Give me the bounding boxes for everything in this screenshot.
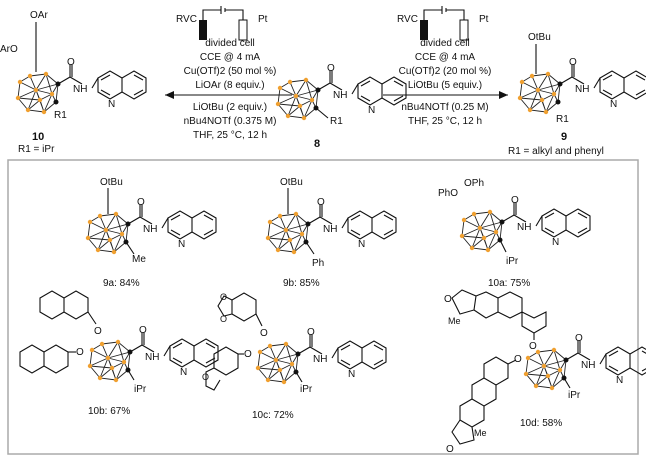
svg-text:NH: NH [323,224,337,235]
yield-label: 10c: 72% [252,410,294,421]
right-cond-line: divided cell [420,38,469,49]
svg-text:O: O [444,294,452,305]
svg-text:N: N [178,239,185,250]
svg-text:R1: R1 [54,110,67,121]
compound-8: O NH N R1 8 [275,63,407,150]
svg-text:O: O [220,292,227,302]
svg-text:O: O [67,57,75,68]
svg-text:NH: NH [145,352,159,363]
svg-text:N: N [108,99,115,110]
svg-text:O: O [260,328,268,339]
left-cond-line: Cu(OTf)2 (50 mol %) [184,66,277,77]
svg-text:iPr: iPr [300,384,313,395]
svg-text:R1 = iPr: R1 = iPr [18,144,55,155]
yield-label: 10a: 75% [488,278,530,289]
left-cathode-label: Pt [258,14,268,25]
svg-text:ArO: ArO [0,44,18,55]
right-cond-line: LiOtBu (5 equiv.) [408,80,482,91]
svg-text:iPr: iPr [568,390,581,401]
svg-text:OAr: OAr [30,10,48,21]
left-cond-line: CCE @ 4 mA [200,52,260,63]
right-conditions: RVC Pt divided cell CCE @ 4 mA Cu(OTf)2 … [383,5,508,127]
svg-text:O: O [202,372,209,382]
svg-text:O: O [307,327,315,338]
svg-text:N: N [616,375,623,386]
svg-text:O: O [327,63,335,74]
left-anode-label: RVC [176,14,197,25]
svg-text:O: O [137,197,145,208]
svg-text:R1: R1 [556,114,569,125]
svg-text:O: O [317,197,325,208]
svg-text:N: N [348,369,355,380]
right-cond-line: Cu(OTf)2 (20 mol %) [399,66,492,77]
svg-text:O: O [569,57,577,68]
right-cond-line: nBu4NOTf (0.25 M) [401,102,488,113]
left-cond-line: LiOtBu (2 equiv.) [193,102,267,113]
right-anode-label: RVC [397,14,418,25]
svg-text:NH: NH [581,360,595,371]
product-10d: O Me O O Me O O NH N iPr 10d: 58% [444,289,646,455]
svg-text:N: N [610,99,617,110]
svg-text:O: O [94,326,102,337]
svg-text:OtBu: OtBu [280,177,303,188]
svg-text:NH: NH [517,222,531,233]
svg-text:N: N [358,239,365,250]
svg-text:O: O [244,349,252,360]
svg-text:NH: NH [143,224,157,235]
product-10c: O O O O O O NH N iPr 10c: 72% [202,292,387,421]
svg-text:PhO: PhO [438,188,458,199]
svg-text:iPr: iPr [506,256,519,267]
product-10a: OPh PhO O NH N iPr 10a: 75% [438,178,591,289]
yield-label: 10b: 67% [88,406,130,417]
left-cond-line: THF, 25 °C, 12 h [193,130,267,141]
svg-text:O: O [76,347,84,358]
compound-number: 10 [32,131,44,143]
compound-10: OAr ArO O NH N R1 10 R1 = iPr [0,10,147,155]
svg-text:O: O [575,333,583,344]
svg-text:O: O [139,325,147,336]
yield-label: 9a: 84% [103,278,140,289]
yield-label: 9b: 85% [283,278,320,289]
compound-9: OtBu O NH N R1 9 R1 = alkyl and phenyl [508,32,646,157]
left-cond-line: divided cell [205,38,254,49]
yield-label: 10d: 58% [520,418,562,429]
svg-text:N: N [180,367,187,378]
right-cathode-label: Pt [479,14,489,25]
compound-number: 9 [561,131,567,143]
svg-text:NH: NH [575,84,589,95]
product-9a: OtBu O NH N Me 9a: 84% [85,177,217,289]
svg-text:Me: Me [448,316,461,326]
product-10b: O O O NH N iPr 10b: 67% [19,290,219,417]
svg-text:OtBu: OtBu [100,177,123,188]
svg-text:O: O [446,444,454,455]
svg-text:Me: Me [474,428,487,438]
right-cond-line: THF, 25 °C, 12 h [408,116,482,127]
svg-text:iPr: iPr [134,384,147,395]
svg-text:OPh: OPh [464,178,484,189]
svg-text:NH: NH [73,84,87,95]
right-cond-line: CCE @ 4 mA [415,52,475,63]
svg-text:N: N [552,237,559,248]
svg-text:OtBu: OtBu [528,32,551,43]
scope-box [7,159,639,455]
svg-text:O: O [529,341,537,352]
left-conditions: RVC Pt divided cell CCE @ 4 mA Cu(OTf)2 … [165,5,292,141]
svg-text:NH: NH [333,90,347,101]
left-cond-line: nBu4NOTf (0.375 M) [184,116,277,127]
svg-text:Ph: Ph [312,258,324,269]
svg-text:Me: Me [132,254,146,265]
svg-text:R1 = alkyl and phenyl: R1 = alkyl and phenyl [508,146,604,157]
product-9b: OtBu O NH N Ph 9b: 85% [265,177,397,289]
svg-text:O: O [511,195,519,206]
left-cond-line: LiOAr (8 equiv.) [195,80,264,91]
svg-text:O: O [220,314,227,324]
svg-text:O: O [514,354,522,365]
svg-text:N: N [368,105,375,116]
svg-text:NH: NH [313,354,327,365]
compound-number: 8 [314,138,320,150]
svg-text:R1: R1 [330,116,343,127]
